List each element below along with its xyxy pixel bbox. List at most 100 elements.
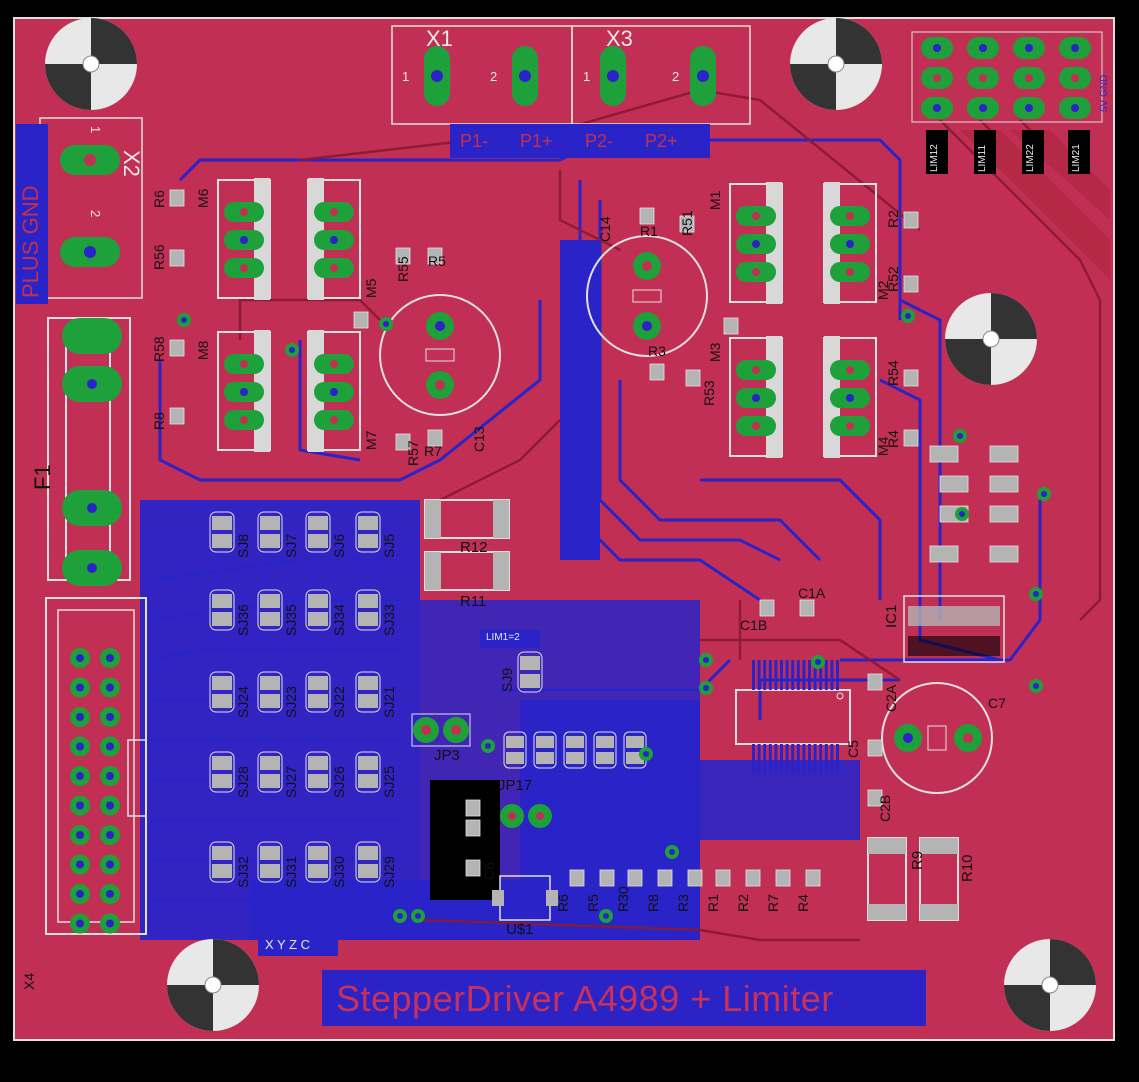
smd-part bbox=[775, 869, 791, 887]
solder-jumper-pad bbox=[260, 676, 280, 690]
x4-pin-hole bbox=[76, 890, 84, 898]
c6-ref: C6 bbox=[481, 862, 497, 880]
mosfet-pin-hole bbox=[330, 208, 338, 216]
solder-jumper-pad bbox=[212, 756, 232, 770]
smd-part bbox=[989, 545, 1019, 563]
solder-jumper-pad bbox=[260, 612, 280, 626]
solder-jumper-small bbox=[593, 731, 617, 769]
via-hole bbox=[1041, 491, 1047, 497]
solder-jumper-pad bbox=[308, 594, 328, 608]
xyzc-bar bbox=[258, 934, 338, 956]
solder-jumper bbox=[257, 751, 283, 793]
cap-c7 bbox=[881, 682, 993, 794]
sj-label: SJ32 bbox=[235, 856, 251, 888]
smd-part bbox=[685, 369, 701, 387]
smd-part bbox=[939, 475, 969, 493]
mosfet-pin-hole bbox=[330, 264, 338, 272]
r1-ref: R1 bbox=[640, 223, 658, 239]
solder-jumper-small bbox=[563, 731, 587, 769]
ic-pins bbox=[752, 660, 839, 774]
terminal-x2 bbox=[16, 117, 143, 304]
solder-jumper bbox=[355, 841, 381, 883]
via-hole bbox=[1033, 683, 1039, 689]
smd-part bbox=[169, 249, 185, 267]
ic-pin-bottom bbox=[763, 744, 767, 774]
m3-ref: M3 bbox=[707, 342, 723, 362]
ic-pin-top bbox=[836, 660, 839, 690]
x4-pin-hole bbox=[76, 831, 84, 839]
smd-part bbox=[569, 869, 585, 887]
via-hole bbox=[485, 743, 491, 749]
solder-jumper-pad bbox=[308, 756, 328, 770]
sj-label: SJ36 bbox=[235, 604, 251, 636]
via-hole bbox=[181, 317, 187, 323]
ic-pin-bottom bbox=[824, 744, 828, 774]
smd-part bbox=[679, 215, 695, 233]
ic-pin-top bbox=[785, 660, 789, 690]
x4-pin-hole bbox=[106, 713, 114, 721]
smd-part bbox=[169, 407, 185, 425]
solder-jumper-pad bbox=[536, 736, 554, 748]
mosfet-pin-hole bbox=[752, 394, 760, 402]
solder-jumper-pad bbox=[212, 516, 232, 530]
solder-jumper bbox=[305, 751, 331, 793]
solder-jumper bbox=[257, 841, 283, 883]
ic-pin-top bbox=[830, 660, 834, 690]
c1b-ref: C1B bbox=[740, 617, 768, 633]
sj-label: SJ6 bbox=[331, 533, 347, 558]
solder-jumper-pad bbox=[358, 694, 378, 708]
smd-part bbox=[903, 275, 919, 293]
via-hole bbox=[703, 685, 709, 691]
sj-label: SJ33 bbox=[381, 604, 397, 636]
ic-pin-bottom bbox=[752, 744, 755, 774]
power-label-p2-plus: P2+ bbox=[645, 131, 678, 151]
via-hole bbox=[383, 321, 389, 327]
x4-pin-hole bbox=[106, 860, 114, 869]
ic1-ref: IC1 bbox=[883, 604, 900, 628]
m6-ref: M6 bbox=[195, 188, 211, 208]
r4-ref: R4 bbox=[885, 430, 901, 448]
sj-label: SJ25 bbox=[381, 766, 397, 798]
x4-pin-hole bbox=[76, 801, 84, 810]
smd-part bbox=[465, 819, 481, 837]
solder-jumper-pad bbox=[358, 756, 378, 770]
x2-pin1: 1 bbox=[88, 126, 103, 134]
mosfet-pin-hole bbox=[330, 360, 338, 368]
solder-jumper bbox=[209, 841, 235, 883]
limit-pin-hole bbox=[979, 104, 987, 112]
smd-part bbox=[805, 869, 821, 887]
limit-pin-hole bbox=[979, 74, 987, 82]
f1-ref: F1 bbox=[30, 464, 55, 490]
m5-ref: M5 bbox=[363, 278, 379, 298]
ic-pin-top bbox=[752, 660, 755, 690]
ic-pin-bottom bbox=[802, 744, 806, 774]
ic-pin-bottom bbox=[768, 744, 772, 774]
solder-jumper-pad bbox=[212, 774, 232, 788]
solder-jumper-pad bbox=[358, 846, 378, 860]
ic-pin-bottom bbox=[830, 744, 834, 774]
power-label-p1-minus: P1- bbox=[460, 131, 489, 151]
limit-pin-hole bbox=[1071, 104, 1079, 112]
ic-pin-top bbox=[763, 660, 767, 690]
x4-pin-hole bbox=[106, 890, 114, 898]
limit-pin-hole bbox=[979, 44, 987, 52]
smd-part bbox=[867, 673, 883, 691]
x1-pin1: 1 bbox=[402, 69, 410, 84]
mosfet-pin-hole bbox=[846, 268, 854, 276]
solder-jumper bbox=[305, 671, 331, 713]
via-hole bbox=[959, 511, 965, 517]
solder-jumper-pad bbox=[358, 516, 378, 530]
solder-jumper bbox=[355, 589, 381, 631]
solder-jumper bbox=[209, 671, 235, 713]
m7-ref: M7 bbox=[363, 430, 379, 450]
cap-c13 bbox=[379, 294, 501, 416]
sj-label: SJ28 bbox=[235, 766, 251, 798]
solder-jumper-pad bbox=[260, 534, 280, 548]
via-hole bbox=[397, 913, 403, 919]
solder-jumper-pad bbox=[566, 736, 584, 748]
via-hole bbox=[957, 433, 963, 439]
solder-jumper bbox=[305, 841, 331, 883]
mosfet-pin-hole bbox=[752, 268, 760, 276]
smd-part bbox=[903, 429, 919, 447]
solder-jumper-pad bbox=[308, 864, 328, 878]
